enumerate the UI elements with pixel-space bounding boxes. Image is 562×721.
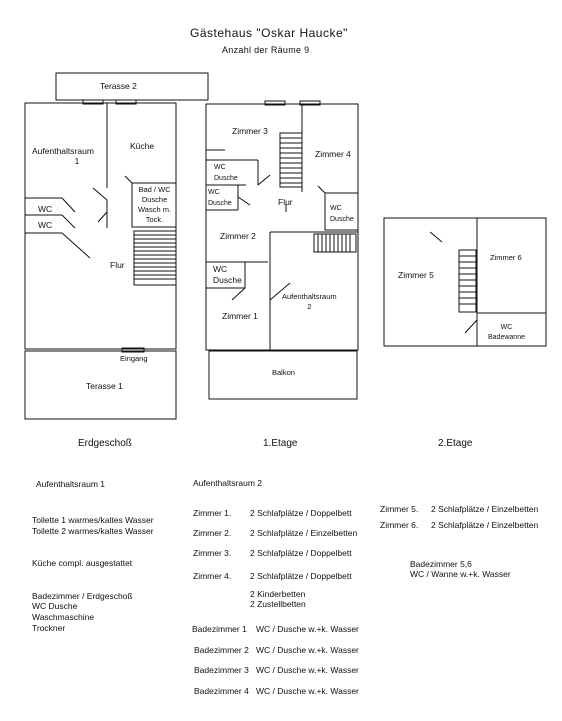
caption-second: 2.Etage xyxy=(438,438,473,449)
desc-first-extra: 2 Kinderbetten xyxy=(250,589,306,599)
ground-wc2-label: WC xyxy=(38,220,53,230)
first-stairs-upper xyxy=(279,132,303,188)
desc-ground-kitchen: Küche compl. ausgestattet xyxy=(32,558,133,568)
desc-first-bath: Badezimmer 2 xyxy=(194,645,249,655)
desc-first-room: Zimmer 2. xyxy=(193,528,232,538)
desc-ground-bath-washer: Waschmaschine xyxy=(32,612,95,622)
desc-second-room-detail: 2 Schlafplätze / Einzelbetten xyxy=(431,520,539,530)
first-balcony xyxy=(208,350,358,400)
desc-first-room: Zimmer 1. xyxy=(193,508,232,518)
desc-first-room: Zimmer 3. xyxy=(193,548,232,558)
desc-first-bath: Badezimmer 1 xyxy=(192,624,247,634)
desc-ground-lounge: Aufenthaltsraum 1 xyxy=(36,479,105,489)
desc-first-room-detail: 2 Schlafplätze / Doppelbett xyxy=(250,548,352,558)
desc-first-bath: Badezimmer 3 xyxy=(194,665,249,675)
desc-first-extra: 2 Zustellbetten xyxy=(250,599,306,609)
ground-bath-walls xyxy=(131,182,177,228)
first-z1-label: Zimmer 1 xyxy=(222,311,258,321)
second-outline xyxy=(383,217,547,347)
desc-second-bath-detail: WC / Wanne w.+k. Wasser xyxy=(410,569,511,579)
desc-first-bath-detail: WC / Dusche w.+k. Wasser xyxy=(256,665,359,675)
first-z2-label: Zimmer 2 xyxy=(220,231,256,241)
ground-terrace-bottom xyxy=(24,350,177,420)
room-count: Anzahl der Räume 9 xyxy=(222,45,310,55)
desc-second-room: Zimmer 5. xyxy=(380,504,419,514)
desc-first-room-detail: 2 Schlafplätze / Doppelbett xyxy=(250,571,352,581)
ground-wc1-label: WC xyxy=(38,204,53,214)
first-wc-right xyxy=(324,192,359,231)
ground-window xyxy=(115,99,137,105)
first-z3-label: Zimmer 3 xyxy=(232,126,268,136)
second-z5-label: Zimmer 5 xyxy=(398,270,434,280)
desc-ground-bath-wc: WC Dusche xyxy=(32,601,78,611)
desc-first-bath-detail: WC / Dusche w.+k. Wasser xyxy=(256,686,359,696)
first-stairs-lower xyxy=(313,233,357,253)
second-stairs xyxy=(458,249,477,313)
caption-ground: Erdgeschoß xyxy=(78,438,132,449)
first-z4-label: Zimmer 4 xyxy=(315,149,351,159)
desc-first-lounge: Aufenthaltsraum 2 xyxy=(193,478,262,488)
ground-terrace-top-label: Terasse 2 xyxy=(100,81,137,91)
ground-hall-label: Flur xyxy=(110,260,125,270)
desc-first-room-detail: 2 Schlafplätze / Einzelbetten xyxy=(250,528,358,538)
desc-first-room: Zimmer 4. xyxy=(193,571,232,581)
desc-second-bath-title: Badezimmer 5,6 xyxy=(410,559,472,569)
first-hall-label: Flur xyxy=(278,197,293,207)
desc-ground-toilet2: Toilette 2 warmes/kaltes Wasser xyxy=(32,526,154,536)
ground-bath-label: Bad / WC Dusche Wasch m. Tock. xyxy=(138,185,172,224)
desc-first-room-detail: 2 Schlafplätze / Doppelbett xyxy=(250,508,352,518)
caption-first: 1.Etage xyxy=(263,438,298,449)
desc-ground-toilet1: Toilette 1 warmes/kaltes Wasser xyxy=(32,515,154,525)
ground-terrace-bottom-label: Terasse 1 xyxy=(86,381,123,391)
first-window xyxy=(264,100,286,106)
page-title: Gästehaus "Oskar Haucke" xyxy=(190,26,348,40)
desc-first-bath: Badezimmer 4 xyxy=(194,686,249,696)
ground-entrance-label: Eingang xyxy=(120,354,148,363)
ground-window xyxy=(82,99,104,105)
desc-ground-bath-title: Badezimmer / Erdgeschoß xyxy=(32,591,133,601)
desc-second-room: Zimmer 6. xyxy=(380,520,419,530)
desc-first-bath-detail: WC / Dusche w.+k. Wasser xyxy=(256,645,359,655)
desc-first-bath-detail: WC / Dusche w.+k. Wasser xyxy=(256,624,359,634)
ground-entrance-step xyxy=(121,347,145,353)
desc-second-room-detail: 2 Schlafplätze / Einzelbetten xyxy=(431,504,539,514)
ground-stairs xyxy=(133,230,177,286)
first-balcony-label: Balkon xyxy=(272,368,295,377)
ground-kitchen-label: Küche xyxy=(130,141,155,151)
second-z6-label: Zimmer 6 xyxy=(490,253,522,262)
desc-ground-bath-dryer: Trockner xyxy=(32,623,66,633)
first-window xyxy=(299,100,321,106)
